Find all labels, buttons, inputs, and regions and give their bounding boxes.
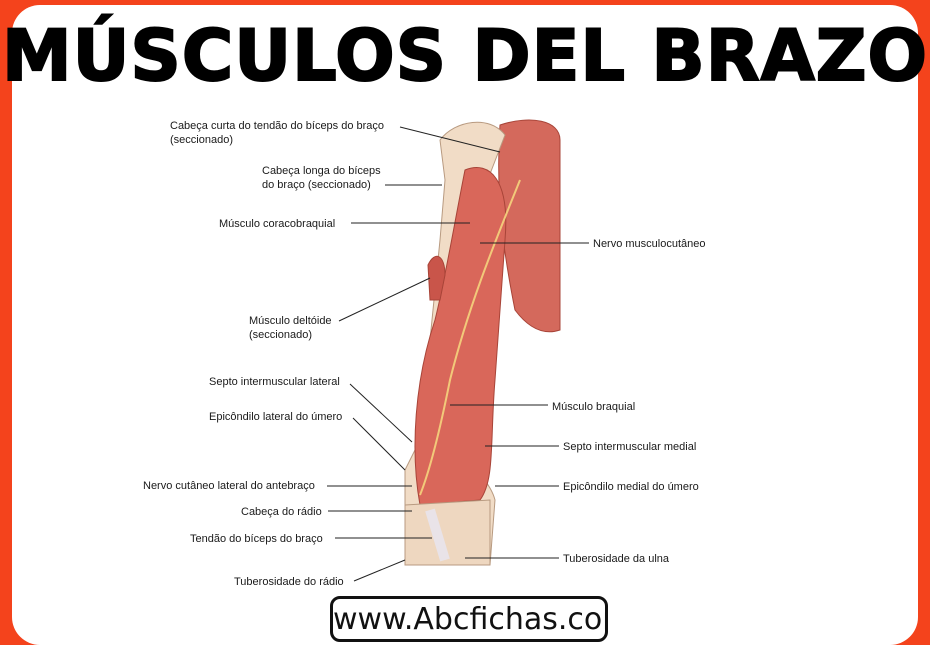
label-biceps-tendon: Tendão do bíceps do braço xyxy=(190,533,323,545)
label-short-head-biceps: Cabeça curta do tendão do bíceps do braç… xyxy=(170,120,384,132)
label-long-head-biceps-2: do braço (seccionado) xyxy=(262,179,371,191)
label-coracobrachialis: Músculo coracobraquial xyxy=(219,218,335,230)
shoulder-muscles xyxy=(498,119,561,333)
arm-illustration xyxy=(404,119,561,566)
forearm-bones xyxy=(404,499,491,566)
leader-lines xyxy=(327,126,589,582)
label-lateral-cutaneous-nerve: Nervo cutâneo lateral do antebraço xyxy=(143,480,315,492)
nerve xyxy=(419,179,521,496)
label-medial-septum: Septo intermuscular medial xyxy=(563,441,696,453)
label-lateral-epicondyle: Epicôndilo lateral do úmero xyxy=(209,411,342,423)
label-radius-head: Cabeça do rádio xyxy=(241,506,322,518)
label-lateral-septum: Septo intermuscular lateral xyxy=(209,376,340,388)
label-musculocutaneous-nerve: Nervo musculocutâneo xyxy=(593,238,706,250)
label-ulnar-tuberosity: Tuberosidade da ulna xyxy=(563,553,670,565)
label-deltoid: Músculo deltóide xyxy=(249,315,332,327)
watermark-url: www.Abcfichas.com xyxy=(330,596,608,642)
tendon xyxy=(425,508,450,562)
label-deltoid-2: (seccionado) xyxy=(249,329,312,341)
label-brachialis: Músculo braquial xyxy=(552,401,635,413)
label-medial-epicondyle: Epicôndilo medial do úmero xyxy=(563,481,699,493)
arm-diagram: Cabeça curta do tendão do bíceps do braç… xyxy=(143,119,706,588)
page-title: MÚSCULOS DEL BRAZO xyxy=(1,15,929,97)
biceps-brachialis xyxy=(414,167,507,506)
label-short-head-biceps-2: (seccionado) xyxy=(170,134,233,146)
deltoid-stump xyxy=(427,255,446,301)
label-radial-tuberosity: Tuberosidade do rádio xyxy=(234,576,344,588)
label-long-head-biceps: Cabeça longa do bíceps xyxy=(262,165,381,177)
